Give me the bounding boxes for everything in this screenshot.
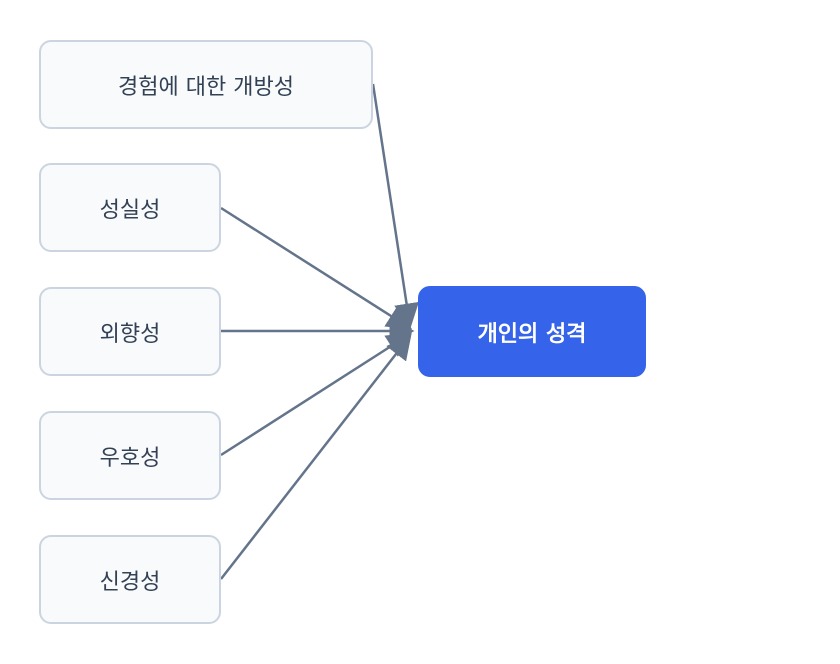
edge-openness-to-personality — [371, 83, 419, 329]
node-conscientiousness: 성실성 — [39, 163, 221, 252]
node-extraversion: 외향성 — [39, 287, 221, 376]
node-agreeableness: 우호성 — [39, 411, 221, 500]
edge-agreeableness-to-personality — [220, 332, 413, 457]
node-personality-label: 개인의 성격 — [477, 321, 587, 347]
node-conscientiousness-label: 성실성 — [99, 197, 161, 223]
node-personality: 개인의 성격 — [418, 286, 646, 377]
node-openness-label: 경험에 대한 개방성 — [118, 74, 294, 100]
edge-conscientiousness-to-personality — [220, 206, 413, 330]
node-openness: 경험에 대한 개방성 — [39, 40, 373, 129]
node-neuroticism-label: 신경성 — [99, 569, 161, 595]
node-agreeableness-label: 우호성 — [99, 445, 161, 471]
node-extraversion-label: 외향성 — [99, 321, 161, 347]
node-neuroticism: 신경성 — [39, 535, 221, 624]
edge-neuroticism-to-personality — [220, 334, 412, 580]
